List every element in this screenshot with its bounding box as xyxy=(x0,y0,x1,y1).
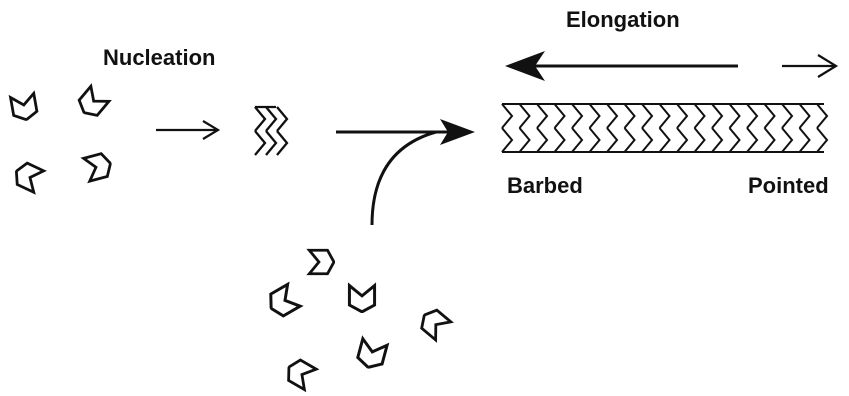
monomer-group-elongation xyxy=(263,248,453,391)
filament-subunit xyxy=(571,103,584,129)
actin-monomer-icon xyxy=(73,84,111,122)
filament-subunit xyxy=(693,103,706,129)
filament-subunit xyxy=(588,103,601,129)
filament-subunit xyxy=(623,103,636,129)
filament-subunit xyxy=(606,127,619,153)
filament-subunit xyxy=(798,103,811,129)
filament-subunit xyxy=(676,127,689,153)
filament-subunit xyxy=(816,127,829,153)
filament-subunit xyxy=(501,103,514,129)
nucleation-label: Nucleation xyxy=(103,45,216,70)
actin-monomer-icon xyxy=(415,304,453,342)
filament-subunit xyxy=(781,127,794,153)
filament-subunit xyxy=(553,103,566,129)
actin-monomer-icon xyxy=(10,159,46,194)
actin-monomer-icon xyxy=(82,150,115,183)
filament-subunit xyxy=(781,103,794,129)
filament-subunit xyxy=(763,103,776,129)
pointed-end-label: Pointed xyxy=(748,173,829,198)
actin-monomer-icon xyxy=(347,284,377,313)
actin-filament xyxy=(501,103,829,153)
filament-subunit xyxy=(693,127,706,153)
filament-subunit xyxy=(553,127,566,153)
actin-monomer-icon xyxy=(9,92,40,124)
filament-subunit xyxy=(571,127,584,153)
filament-subunit xyxy=(676,103,689,129)
filament-subunit xyxy=(746,103,759,129)
filament-subunit xyxy=(641,103,654,129)
filament-subunit xyxy=(658,127,671,153)
filament-subunit xyxy=(536,127,549,153)
filament-subunit xyxy=(798,127,811,153)
filament-subunit xyxy=(606,103,619,129)
elongation-direction-arrows xyxy=(505,51,839,81)
filament-subunit xyxy=(746,127,759,153)
filament-subunit xyxy=(623,127,636,153)
actin-trimer-nucleus xyxy=(254,105,289,156)
pointed-end-arrowhead xyxy=(817,54,839,78)
filament-subunit xyxy=(711,103,724,129)
filament-subunit xyxy=(536,103,549,129)
filament-subunit xyxy=(518,127,531,153)
filament-subunit xyxy=(816,103,829,129)
actin-monomer-icon xyxy=(307,248,335,276)
monomer-group-nucleation xyxy=(9,84,115,194)
filament-subunit xyxy=(501,127,514,153)
filament-subunit xyxy=(518,103,531,129)
actin-monomer-icon xyxy=(281,355,318,391)
filament-subunit xyxy=(588,127,601,153)
barbed-end-label: Barbed xyxy=(507,173,583,198)
actin-monomer-icon xyxy=(263,282,302,321)
nucleation-arrow xyxy=(156,120,221,140)
filament-subunit xyxy=(728,103,741,129)
elongation-label: Elongation xyxy=(566,7,680,32)
barbed-end-arrowhead xyxy=(505,51,545,81)
elongation-arrowhead xyxy=(440,119,475,145)
actin-monomer-icon xyxy=(354,337,389,373)
elongation-arrow xyxy=(336,130,448,226)
filament-subunit xyxy=(641,127,654,153)
filament-subunit xyxy=(658,103,671,129)
filament-subunit xyxy=(711,127,724,153)
filament-subunit xyxy=(728,127,741,153)
filament-subunit xyxy=(763,127,776,153)
